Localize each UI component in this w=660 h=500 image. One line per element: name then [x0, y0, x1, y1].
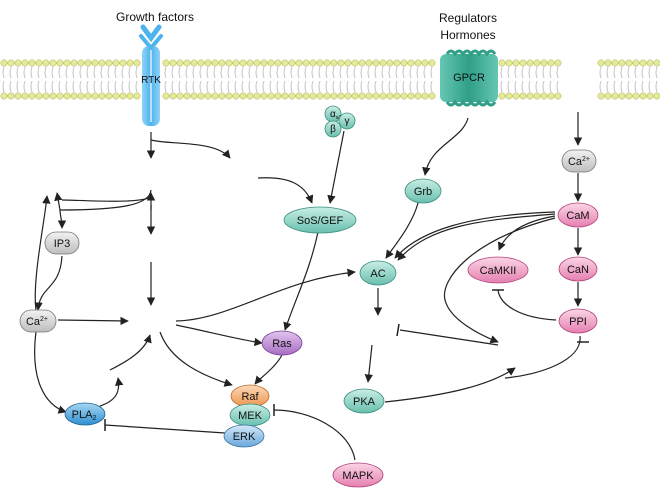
- cam-node: CaM: [557, 202, 599, 228]
- grb-node: Grb: [404, 178, 442, 204]
- edge-erk-inhibit-pla2: [104, 424, 226, 434]
- edge-pla2-up: [99, 377, 124, 407]
- edge-ca-to-fork: [34, 195, 51, 311]
- ca-right-label: Ca: [568, 156, 583, 168]
- camkii-node: CaMKII: [467, 256, 529, 284]
- grb-label: Grb: [414, 186, 432, 198]
- gpcr-label: GPCR: [453, 72, 485, 84]
- raf-label: Raf: [241, 391, 259, 403]
- edge-gpcr-to-grb: [422, 117, 469, 176]
- edge-inhibit-right: [399, 329, 499, 346]
- edge-cam-to-ac2: [394, 211, 556, 259]
- edge-fork-left-down: [57, 209, 67, 229]
- ppi-label: PPI: [569, 316, 587, 328]
- edge-center-to-ras: [175, 324, 263, 347]
- can-node: CaN: [558, 256, 598, 282]
- erk-node: ERK: [223, 424, 265, 448]
- hormones-label: Hormones: [440, 28, 495, 42]
- edge-ras-to-raf: [254, 354, 283, 385]
- ac-node: AC: [359, 260, 397, 286]
- sos-gef-label: SoS/GEF: [297, 215, 344, 227]
- g-alpha-label: α: [330, 109, 336, 120]
- cam-label: CaM: [566, 210, 589, 222]
- ppi-node: PPI: [558, 308, 598, 334]
- edge-return-center: [109, 334, 152, 371]
- ras-label: Ras: [272, 338, 292, 350]
- edge-sos-to-ras: [283, 231, 319, 331]
- mapk-label: MAPK: [342, 470, 374, 482]
- rtk-label: RTK: [141, 75, 161, 86]
- edge-pka-to-right: [384, 367, 516, 403]
- ca-left-label: Ca: [26, 316, 41, 328]
- edge-ppi-down: [504, 335, 581, 379]
- edge-to-pka: [364, 344, 373, 383]
- edge-ca-to-center: [57, 316, 129, 326]
- regulators-label: Regulators: [439, 11, 497, 25]
- edge-cam-sweep: [443, 217, 556, 344]
- pla2-sub: 2: [92, 415, 96, 422]
- edge-gprotein-to-sos: [327, 130, 345, 204]
- g-protein-subunits: αs/i β γ: [324, 105, 356, 138]
- ip3-label: IP3: [54, 238, 71, 250]
- cell-membrane: [0, 59, 660, 100]
- ca-left-sup: 2+: [40, 316, 48, 323]
- rtk-receptor: RTK: [139, 24, 163, 126]
- ca-right-node: Ca2+: [561, 149, 597, 173]
- edge-ppi-inhibit-camkii: [497, 289, 557, 321]
- g-alpha-sub: s/i: [336, 115, 341, 121]
- edge-rtk-right: [150, 139, 231, 159]
- edge-grb-to-ac: [385, 202, 419, 259]
- mek-label: MEK: [238, 410, 263, 422]
- edge-cam-to-ac: [397, 213, 556, 261]
- growth-factors-label: Growth factors: [116, 10, 194, 24]
- mek-node: MEK: [229, 403, 271, 427]
- svg-text:Ca2+: Ca2+: [568, 156, 590, 168]
- edge-ca-to-pla2: [34, 331, 67, 414]
- pla2-node: PLA2: [64, 402, 106, 426]
- sos-gef-node: SoS/GEF: [283, 206, 357, 234]
- pka-node: PKA: [343, 388, 385, 414]
- edge-center-to-ac: [175, 268, 356, 322]
- erk-label: ERK: [233, 431, 256, 443]
- svg-text:PLA2: PLA2: [72, 409, 97, 422]
- can-label: CaN: [567, 264, 589, 276]
- edge-fork-right-up: [61, 194, 153, 202]
- mapk-node: MAPK: [332, 462, 384, 488]
- edge-cam-to-camkii: [497, 215, 556, 251]
- pathway-edges: [34, 112, 589, 461]
- ras-node: Ras: [261, 330, 303, 356]
- g-gamma-label: γ: [345, 116, 350, 127]
- nodes: Ca2+ CaM CaMKII CaN PPI Grb AC PKA: [19, 149, 599, 488]
- camkii-label: CaMKII: [480, 265, 517, 277]
- gpcr-receptor: GPCR: [440, 49, 498, 107]
- ac-label: AC: [370, 268, 385, 280]
- g-beta-label: β: [330, 124, 336, 135]
- edge-center-to-raf: [159, 331, 233, 387]
- svg-text:αs/i: αs/i: [330, 109, 341, 121]
- ca-right-sup: 2+: [582, 156, 590, 163]
- edge-mapk-inhibit-mek: [273, 409, 356, 461]
- pka-label: PKA: [353, 396, 376, 408]
- pla2-label: PLA: [72, 409, 93, 421]
- raf-node: Raf: [230, 384, 270, 408]
- edge-to-sos: [257, 177, 314, 204]
- ca-left-node: Ca2+: [19, 309, 57, 333]
- svg-text:Ca2+: Ca2+: [26, 316, 48, 328]
- ip3-node: IP3: [44, 231, 80, 255]
- edge-ip3-to-ca: [34, 255, 63, 311]
